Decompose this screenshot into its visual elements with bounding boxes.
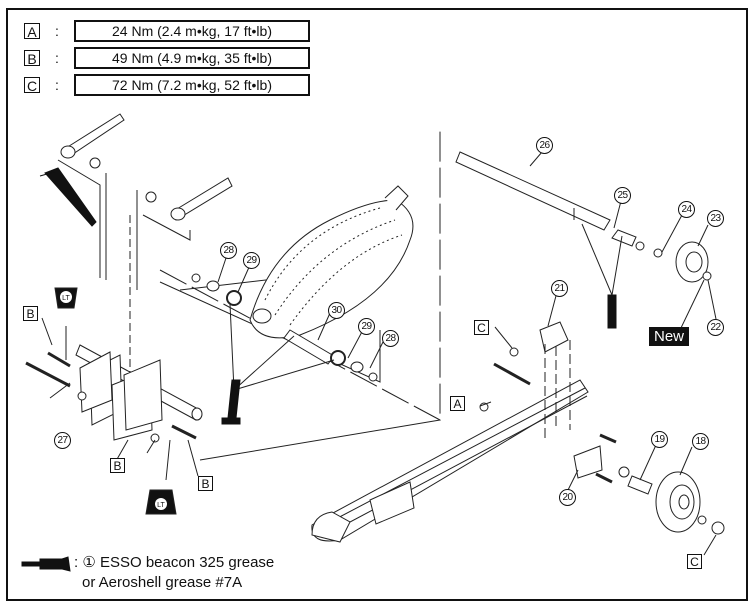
- rear-axle: [455, 151, 611, 231]
- part-number-26: 26: [536, 137, 553, 154]
- part-number-24: 24: [678, 201, 695, 218]
- part-number-23: 23: [707, 210, 724, 227]
- grease-gun-icon: [21, 556, 71, 572]
- grease-legend: : ① ESSO beacon 325 grease or Aeroshell …: [22, 553, 274, 593]
- separator: :: [55, 23, 59, 39]
- torque-callout-b: B: [110, 458, 125, 473]
- torque-callout-b: B: [23, 306, 38, 321]
- grease-gun-icon: [607, 294, 617, 329]
- separator: :: [55, 50, 59, 66]
- front-arm-rod-lower: [136, 177, 233, 290]
- torque-callout-c: C: [687, 554, 702, 569]
- legend-line-2: or Aeroshell grease #7A: [82, 574, 243, 591]
- torque-callout-a: A: [450, 396, 465, 411]
- idler-wheel-lower: [655, 471, 701, 533]
- part-number-29: 29: [243, 252, 260, 269]
- torque-callout-b: B: [198, 476, 213, 491]
- torque-value-b: 49 Nm (4.9 m•kg, 35 ft•lb): [74, 47, 310, 69]
- slide-rail: [311, 379, 589, 543]
- loctite-icon: LT: [145, 489, 177, 515]
- part-number-30: 30: [328, 302, 345, 319]
- legend-circled-number: ①: [82, 554, 96, 571]
- part-number-27: 27: [54, 432, 71, 449]
- bracket-20: [573, 445, 603, 479]
- part-number-25: 25: [614, 187, 631, 204]
- part-number-20: 20: [559, 489, 576, 506]
- svg-text:LT: LT: [157, 502, 165, 509]
- part-number-28: 28: [220, 242, 237, 259]
- idler-wheel-upper: [675, 241, 709, 283]
- separator: :: [74, 554, 79, 571]
- torque-spec-b: B : 49 Nm (4.9 m•kg, 35 ft•lb): [24, 47, 310, 69]
- separator: :: [55, 77, 59, 93]
- front-arm-bracket: [75, 344, 203, 441]
- torque-callout-c: C: [474, 320, 489, 335]
- torque-spec-a: A : 24 Nm (2.4 m•kg, 17 ft•lb): [24, 20, 310, 42]
- torque-key-c: C: [24, 77, 40, 94]
- shock-absorber: [249, 185, 414, 339]
- grease-gun-icon: [221, 379, 241, 425]
- part-number-22: 22: [707, 319, 724, 336]
- new-part-badge: New: [649, 327, 690, 346]
- svg-text:LT: LT: [62, 295, 70, 302]
- part-number-29: 29: [358, 318, 375, 335]
- part-number-28: 28: [382, 330, 399, 347]
- part-number-18: 18: [692, 433, 709, 450]
- grease-gun-icon: [39, 167, 97, 227]
- part-number-21: 21: [551, 280, 568, 297]
- bracket-21: [539, 321, 569, 353]
- torque-key-a: A: [24, 23, 40, 40]
- torque-value-c: 72 Nm (7.2 m•kg, 52 ft•lb): [74, 74, 310, 96]
- loctite-icon: LT: [54, 287, 78, 309]
- collar-30: [283, 329, 335, 365]
- diagram-frame: [6, 8, 748, 601]
- torque-spec-c: C : 72 Nm (7.2 m•kg, 52 ft•lb): [24, 74, 310, 96]
- legend-line-1: ESSO beacon 325 grease: [99, 554, 275, 571]
- part-number-19: 19: [651, 431, 668, 448]
- torque-key-b: B: [24, 50, 40, 67]
- front-arm-rod-upper: [57, 113, 125, 280]
- torque-value-a: 24 Nm (2.4 m•kg, 17 ft•lb): [74, 20, 310, 42]
